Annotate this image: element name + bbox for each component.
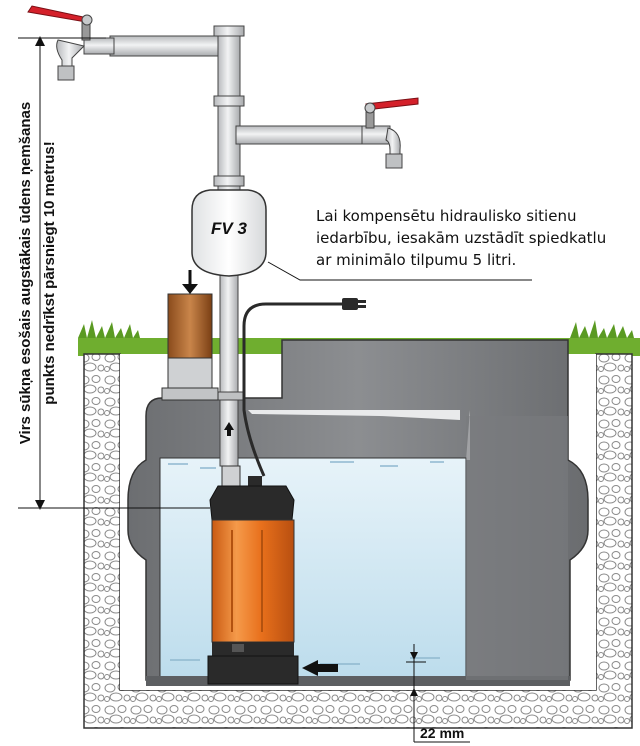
pressure-vessel: FV 3 — [191, 189, 267, 277]
bottom-gap-label: 22 mm — [420, 725, 464, 741]
height-note-line-1: Virs sūkņa esošais augstākais ūdens ņemš… — [17, 102, 34, 444]
note-line-2: iedarbību, iesakām uzstādīt spiedkatlu — [316, 229, 607, 247]
note-leader-line — [267, 261, 532, 281]
note-line-1: Lai kompensētu hidraulisko sitienu — [316, 207, 577, 225]
height-note-line-2: punkts nedrīkst pārsniegt 10 metrus! — [41, 141, 58, 404]
height-dimension: Virs sūkņa esošais augstākais ūdens ņemš… — [17, 36, 210, 510]
upper-tap — [27, 5, 115, 81]
check-valve-column — [161, 270, 219, 401]
vessel-label: FV 3 — [211, 219, 247, 238]
pressure-tank-note: Lai kompensētu hidraulisko sitienu iedar… — [316, 205, 636, 271]
lower-tap — [361, 97, 419, 169]
power-cable — [242, 298, 366, 477]
submersible-pump — [207, 465, 338, 685]
note-line-3: ar minimālo tilpumu 5 litri. — [316, 251, 517, 269]
bottom-gap-dimension: 22 mm — [406, 644, 470, 743]
